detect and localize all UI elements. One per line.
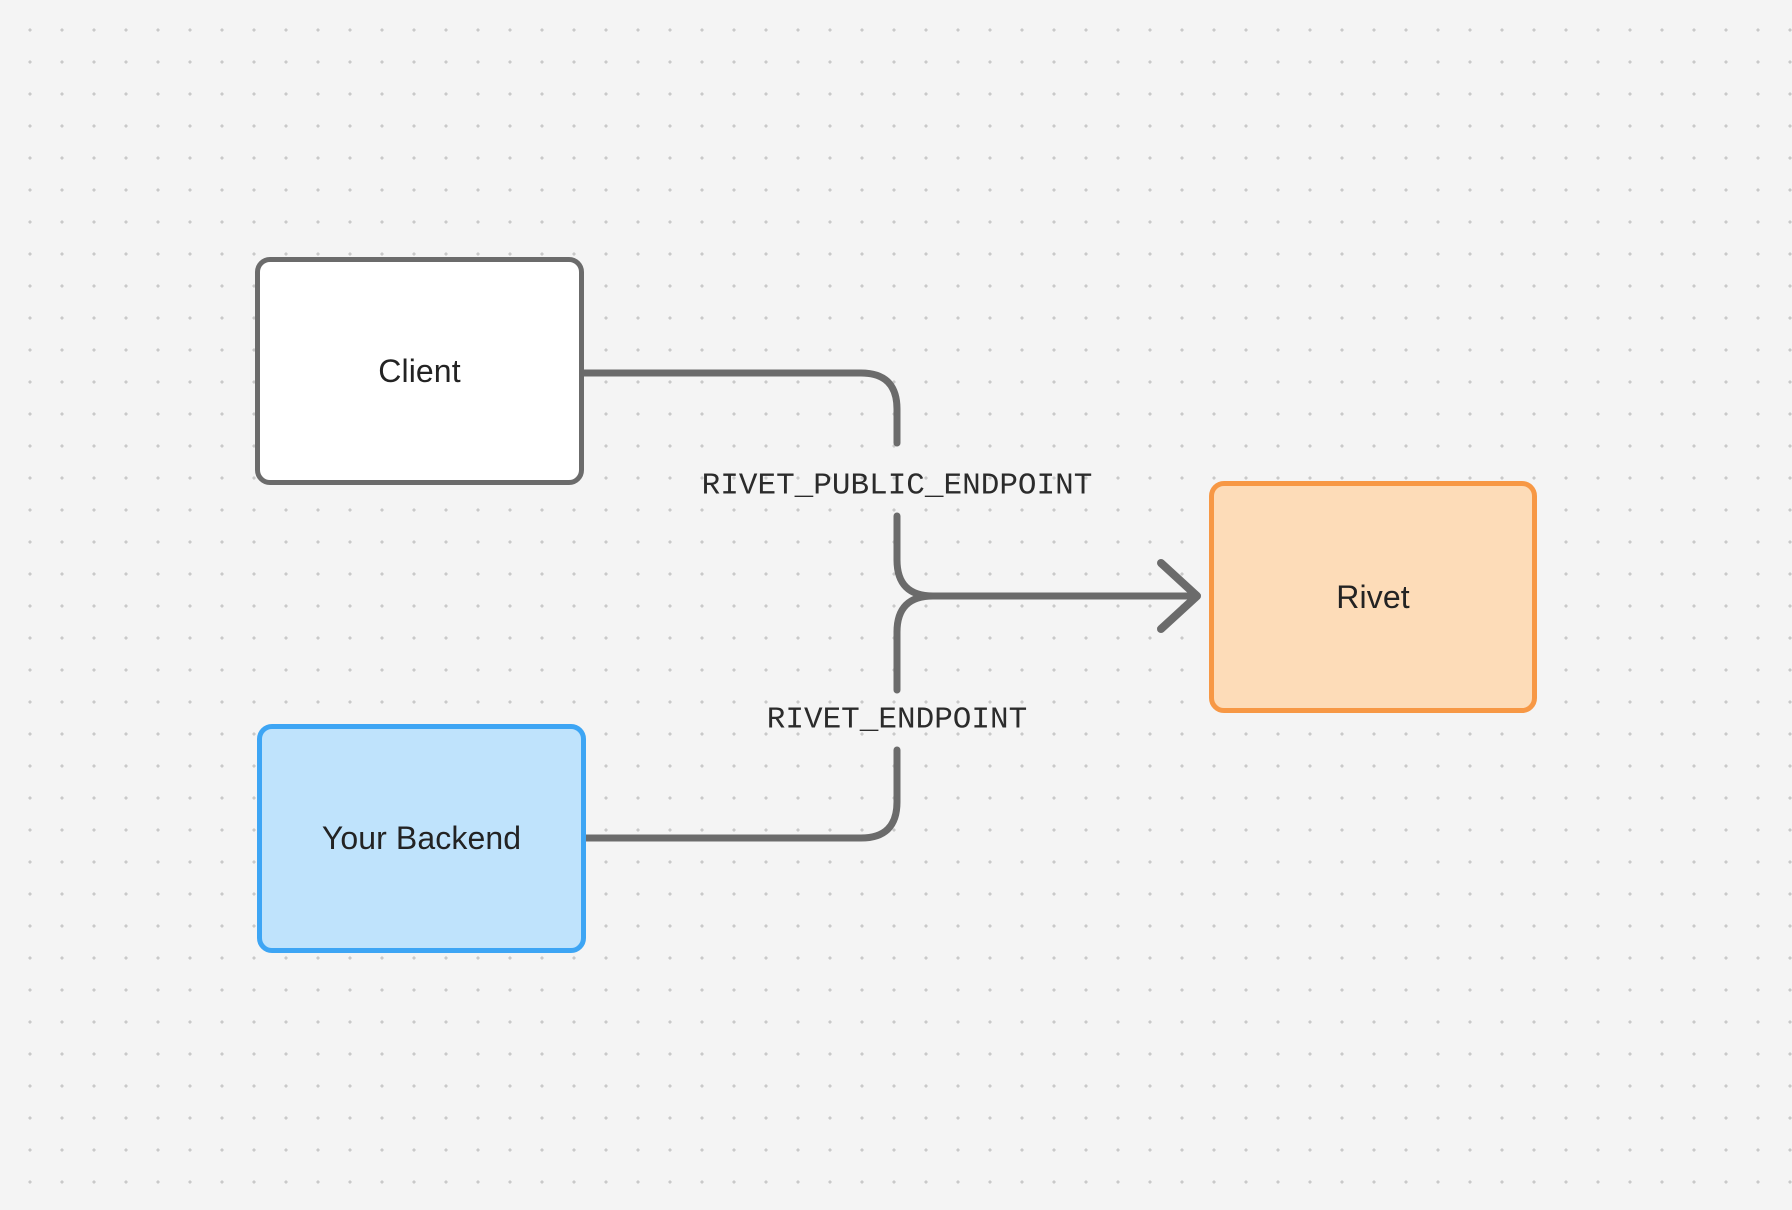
edge-label-rivet-public-endpoint: RIVET_PUBLIC_ENDPOINT xyxy=(701,468,1093,504)
edge-client-to-junction-upper xyxy=(580,369,901,447)
edge-client-to-junction-lower xyxy=(893,512,964,600)
node-backend[interactable]: Your Backend xyxy=(257,724,586,953)
edge-backend-to-junction-lower xyxy=(582,746,901,842)
node-client[interactable]: Client xyxy=(255,257,584,485)
node-client-label: Client xyxy=(378,352,461,389)
node-rivet-label: Rivet xyxy=(1336,578,1410,615)
node-rivet[interactable]: Rivet xyxy=(1209,481,1537,713)
arrowhead-icon xyxy=(1157,559,1201,633)
edge-backend-to-junction-upper xyxy=(893,592,964,694)
node-backend-label: Your Backend xyxy=(321,820,522,857)
edge-label-rivet-endpoint: RIVET_ENDPOINT xyxy=(766,702,1028,738)
